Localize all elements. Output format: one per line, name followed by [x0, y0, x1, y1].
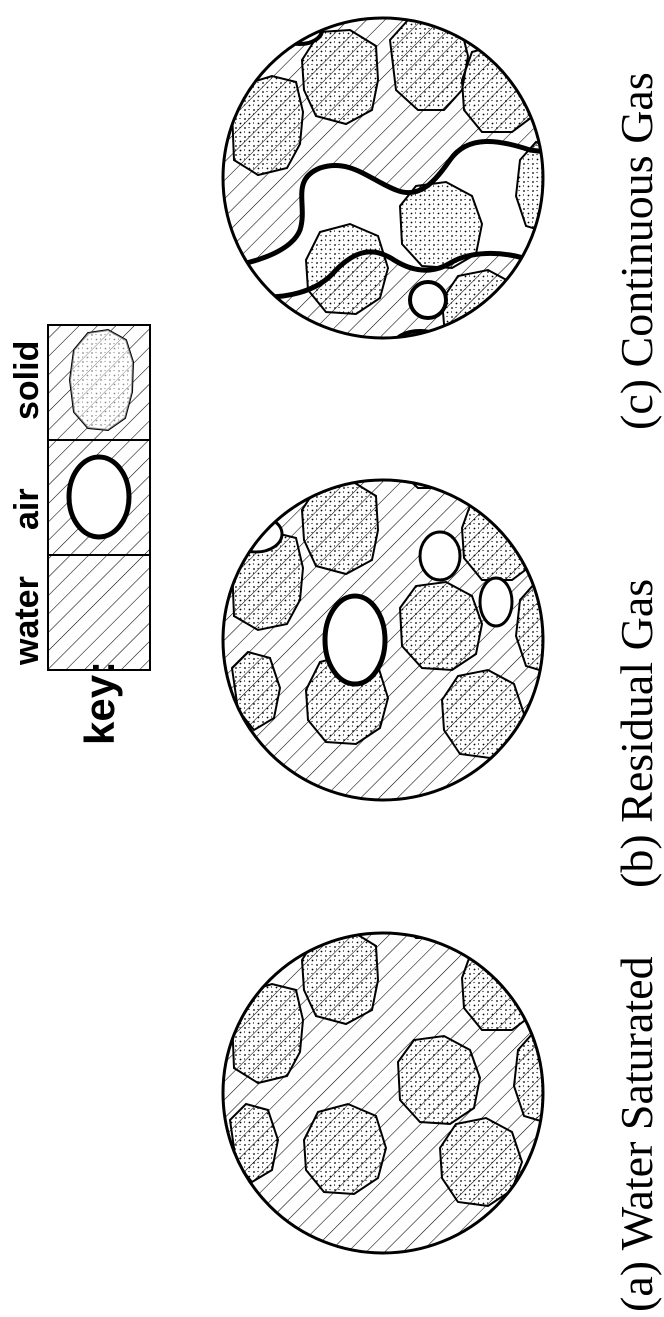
panel-a-caption: (a) Water Saturated: [611, 956, 662, 1312]
key-swatch-solid: [48, 325, 150, 440]
key-item-air-label: air: [8, 488, 46, 530]
key-swatch-air: [48, 440, 150, 555]
legend-key: key: water air solid: [8, 325, 150, 745]
panel-c-continuous-gas: (c) Continuous Gas: [222, 14, 662, 430]
key-item-solid-label: solid: [8, 341, 46, 420]
key-swatch-water: [48, 555, 150, 670]
panel-b-caption: (b) Residual Gas: [611, 579, 662, 888]
panel-b-residual-gas: (b) Residual Gas: [223, 392, 662, 888]
key-label: key:: [76, 661, 123, 745]
key-item-water-label: water: [8, 576, 46, 666]
panel-a-water-saturated: (a) Water Saturated: [223, 842, 662, 1312]
panel-c-caption: (c) Continuous Gas: [611, 72, 662, 430]
